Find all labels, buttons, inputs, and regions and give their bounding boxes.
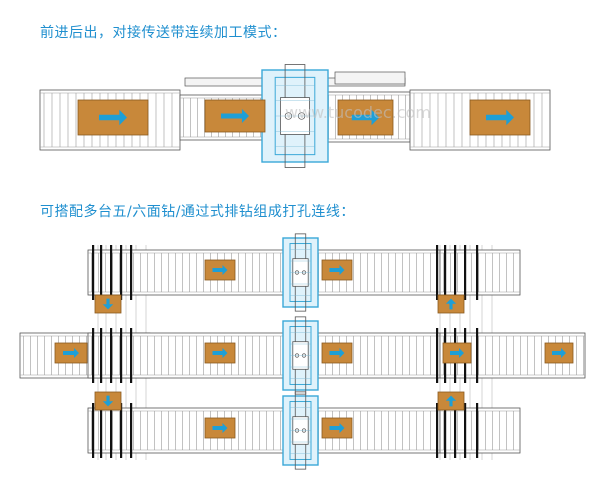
- direction-arrow: [445, 395, 457, 407]
- heading-bottom: 可搭配多台五/六面钻/通过式排钻组成打孔连线：: [40, 204, 355, 220]
- feeder-post: [454, 403, 457, 458]
- feeder-post: [120, 403, 123, 458]
- watermark: www.tucodec.com: [285, 103, 431, 122]
- drilling-machine: [282, 391, 319, 470]
- feeder-post: [100, 245, 103, 300]
- wood-board: [469, 99, 531, 136]
- conveyor-frame: [439, 249, 521, 296]
- board-with-arrow: [321, 417, 353, 439]
- board-with-arrow: [469, 99, 531, 136]
- conveyor-section: [87, 249, 284, 296]
- feeder-post: [436, 245, 439, 300]
- board-with-arrow: [337, 99, 394, 136]
- direction-arrow: [450, 348, 464, 358]
- direction-arrow: [329, 265, 345, 275]
- feeder-post: [444, 245, 447, 300]
- conveyor-frame: [439, 407, 521, 454]
- board-with-arrow: [442, 342, 472, 364]
- direction-arrow: [212, 348, 228, 358]
- direction-arrow: [445, 298, 457, 310]
- board-with-arrow: [321, 342, 353, 364]
- board-with-arrow: [77, 99, 149, 136]
- feeder-post: [464, 403, 467, 458]
- board-with-arrow: [544, 342, 574, 364]
- feeder-post: [100, 403, 103, 458]
- heading-top: 前进后出，对接传送带连续加工模式：: [40, 25, 287, 41]
- direction-arrow: [212, 265, 228, 275]
- drilling-machine: [282, 233, 319, 312]
- board-with-arrow: [204, 259, 236, 281]
- line-row: [87, 233, 521, 312]
- drilling-machine: [282, 316, 319, 395]
- feeder-post: [120, 245, 123, 300]
- line-row: [87, 391, 521, 470]
- direction-arrow: [329, 423, 345, 433]
- feeder-post: [464, 245, 467, 300]
- direction-arrow: [351, 109, 380, 126]
- direction-arrow: [329, 348, 345, 358]
- direction-arrow: [552, 348, 566, 358]
- feeder-post: [436, 328, 439, 383]
- board-with-arrow: [204, 342, 236, 364]
- feeder-post: [444, 403, 447, 458]
- feeder-post: [92, 245, 95, 300]
- board-with-arrow: [94, 391, 122, 411]
- direction-arrow: [99, 109, 127, 126]
- feeder-post: [92, 328, 95, 383]
- feeder-post: [92, 403, 95, 458]
- feeder-post: [110, 328, 113, 383]
- direction-arrow: [102, 298, 114, 310]
- drilling-machine: [261, 64, 329, 168]
- feeder-post: [130, 245, 133, 300]
- board-with-arrow: [54, 342, 88, 364]
- feeder-post: [476, 403, 479, 458]
- direction-arrow: [63, 348, 79, 358]
- conveyor-section: [439, 407, 521, 454]
- feeder-post: [130, 403, 133, 458]
- conveyor-section: [439, 249, 521, 296]
- feeder-post: [130, 328, 133, 383]
- feeder-post: [120, 328, 123, 383]
- conveyor-section: [87, 332, 284, 379]
- feeder-post: [454, 245, 457, 300]
- board-with-arrow: [437, 391, 465, 411]
- feeder-post: [476, 245, 479, 300]
- direction-arrow: [102, 395, 114, 407]
- top-conveyor-diagram: [39, 64, 551, 168]
- direction-arrow: [221, 108, 249, 124]
- feeder-post: [110, 403, 113, 458]
- feeder-post: [100, 328, 103, 383]
- conveyor-frame: [87, 249, 284, 296]
- board-with-arrow: [204, 417, 236, 439]
- conveyor-frame: [87, 332, 284, 379]
- conveyor-frame: [87, 407, 284, 454]
- feeder-post: [476, 328, 479, 383]
- board-with-arrow: [204, 99, 266, 133]
- board-with-arrow: [437, 294, 465, 314]
- bottom-line-diagram: [19, 233, 586, 470]
- board-with-arrow: [321, 259, 353, 281]
- feeder-post: [110, 245, 113, 300]
- feeder-post: [436, 403, 439, 458]
- direction-arrow: [212, 423, 228, 433]
- overhead-track-end: [334, 71, 406, 85]
- conveyor-section: [87, 407, 284, 454]
- line-row: [19, 316, 586, 395]
- direction-arrow: [486, 109, 514, 126]
- board-with-arrow: [94, 294, 122, 314]
